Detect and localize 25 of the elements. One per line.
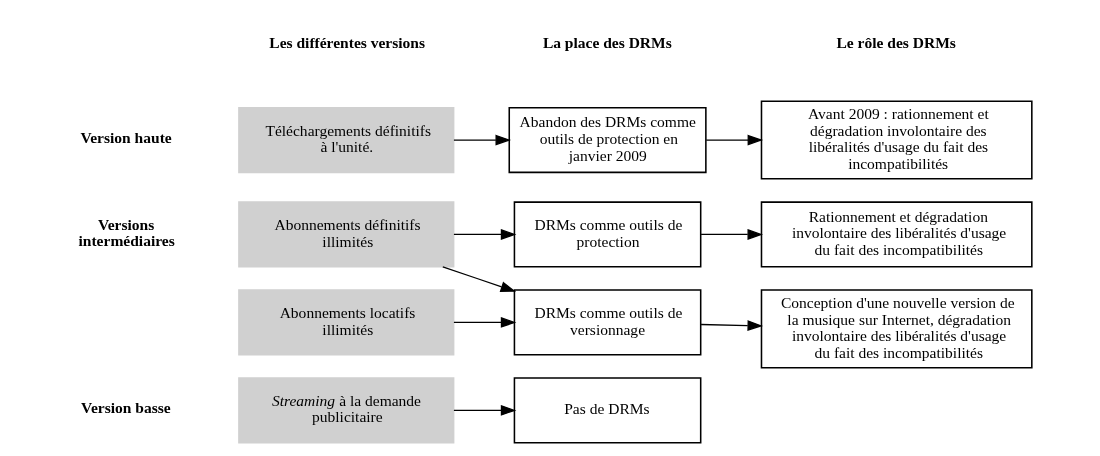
node-box: Streaming à la demande publicitaire bbox=[238, 377, 455, 444]
node-box: Avant 2009 : rationnement et dégradation involontaire des libéralités d'usage du fait des incompatibilités bbox=[760, 100, 1033, 180]
arrow bbox=[453, 229, 517, 240]
label: Version haute bbox=[80, 128, 172, 146]
node-box: Rationnement et dégradation involontaire des libéralités d'usage du fait des incompatibilités bbox=[760, 201, 1033, 268]
node-box: Abonnements définitifs illimités bbox=[238, 201, 455, 268]
label: La place des DRMs bbox=[542, 34, 672, 52]
node-box: Conception d'une nouvelle version de la musique sur Internet, dégradation involontaire des libéralités d'usage du fait des incompatibilités bbox=[760, 289, 1033, 369]
node-box: Téléchargements définitifs à l'unité. bbox=[238, 106, 455, 174]
label: Version basse bbox=[81, 399, 171, 417]
arrow bbox=[442, 266, 517, 292]
node-box: DRMs comme outils de protection bbox=[513, 201, 702, 268]
arrow bbox=[705, 134, 764, 146]
label: Versions intermédiaires bbox=[78, 216, 175, 249]
arrow bbox=[453, 134, 511, 146]
node-box: DRMs comme outils de versionnage bbox=[513, 289, 702, 356]
node-box: Pas de DRMs bbox=[513, 377, 702, 444]
label: Le rôle des DRMs bbox=[836, 34, 956, 52]
node-box: Abonnements locatifs illimités bbox=[238, 289, 455, 356]
arrow bbox=[700, 320, 763, 331]
label: Les différentes versions bbox=[269, 34, 426, 52]
arrow bbox=[453, 404, 517, 416]
arrow bbox=[453, 317, 517, 328]
node-box: Abandon des DRMs comme outils de protection en janvier 2009 bbox=[508, 106, 707, 174]
arrow bbox=[700, 229, 763, 240]
